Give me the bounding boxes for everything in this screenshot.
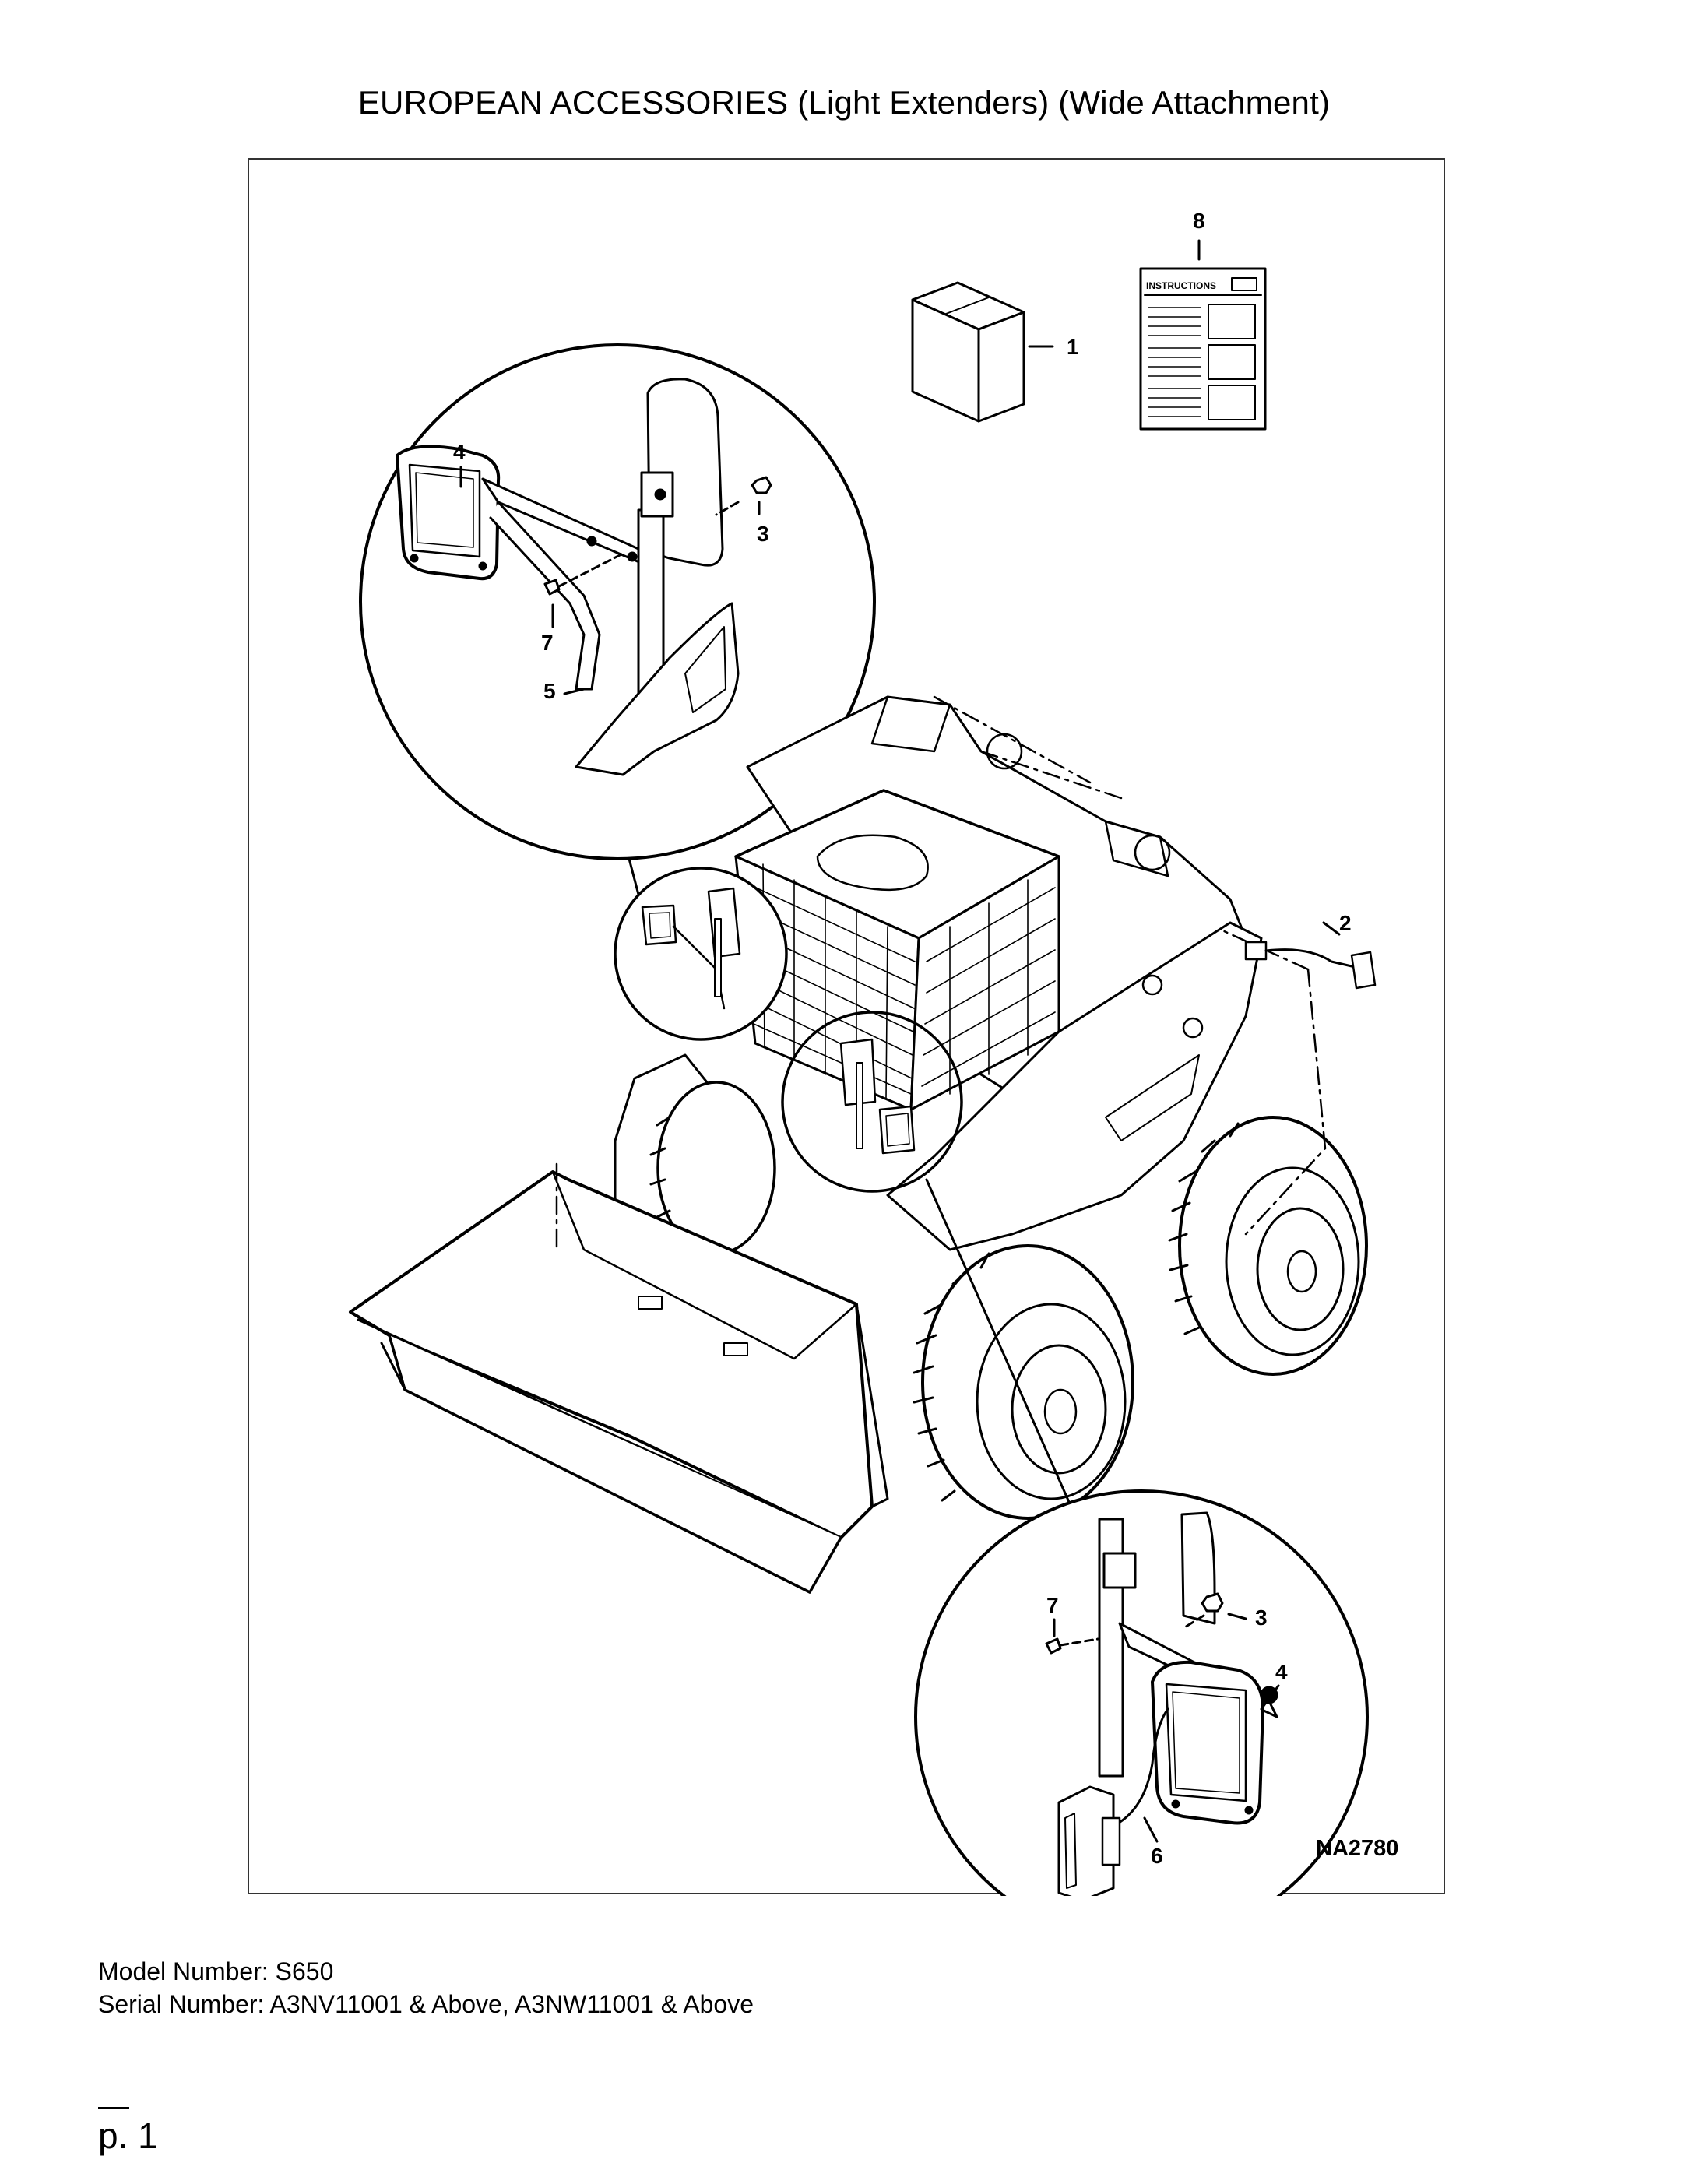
callout-3-bottom: 3 [1255, 1605, 1268, 1630]
work-lamp-bottom [1151, 1660, 1278, 1825]
callout-7-bottom: 7 [1046, 1593, 1059, 1617]
diagram-drawing: 1 8 INSTRUCTIONS [349, 209, 1398, 1896]
callout-3-top: 3 [757, 522, 769, 546]
skid-steer-loader [349, 695, 1368, 1594]
detail-circle-top [359, 343, 876, 860]
page-number-rule [98, 2107, 129, 2109]
serial-number: Serial Number: A3NV11001 & Above, A3NW11… [98, 1990, 754, 2018]
callout-2: 2 [1339, 911, 1352, 935]
instruction-sheet-label: INSTRUCTIONS [1146, 280, 1216, 291]
page-title: EUROPEAN ACCESSORIES (Light Extenders) (… [357, 84, 1331, 121]
tire-rear-right [1168, 1116, 1368, 1376]
bucket [349, 1170, 889, 1594]
detail-circle-bottom [914, 1489, 1369, 1896]
wiring-harness [1244, 921, 1377, 990]
callout-4-top: 4 [453, 440, 466, 464]
cab-panel-top [575, 602, 740, 776]
callout-8: 8 [1193, 209, 1205, 233]
callout-7-top: 7 [541, 631, 554, 655]
callout-4-bottom: 4 [1275, 1660, 1288, 1684]
drawing-number: NA2780 [1316, 1836, 1398, 1861]
work-lamp-top [396, 445, 501, 581]
page-number: p. 1 [98, 2115, 158, 2156]
callout-5: 5 [543, 679, 556, 703]
callout-1: 1 [1067, 335, 1079, 359]
tire-front-right [913, 1244, 1134, 1520]
parts-diagram: 1 8 INSTRUCTIONS [248, 158, 1445, 1896]
part-box-kit [911, 281, 1054, 423]
model-number: Model Number: S650 [98, 1957, 334, 1985]
detail-circle-small-right [781, 1011, 963, 1193]
callout-6: 6 [1151, 1844, 1163, 1868]
detail-circle-small-left [614, 867, 788, 1041]
part-instruction-sheet: 8 INSTRUCTIONS [1139, 209, 1267, 431]
